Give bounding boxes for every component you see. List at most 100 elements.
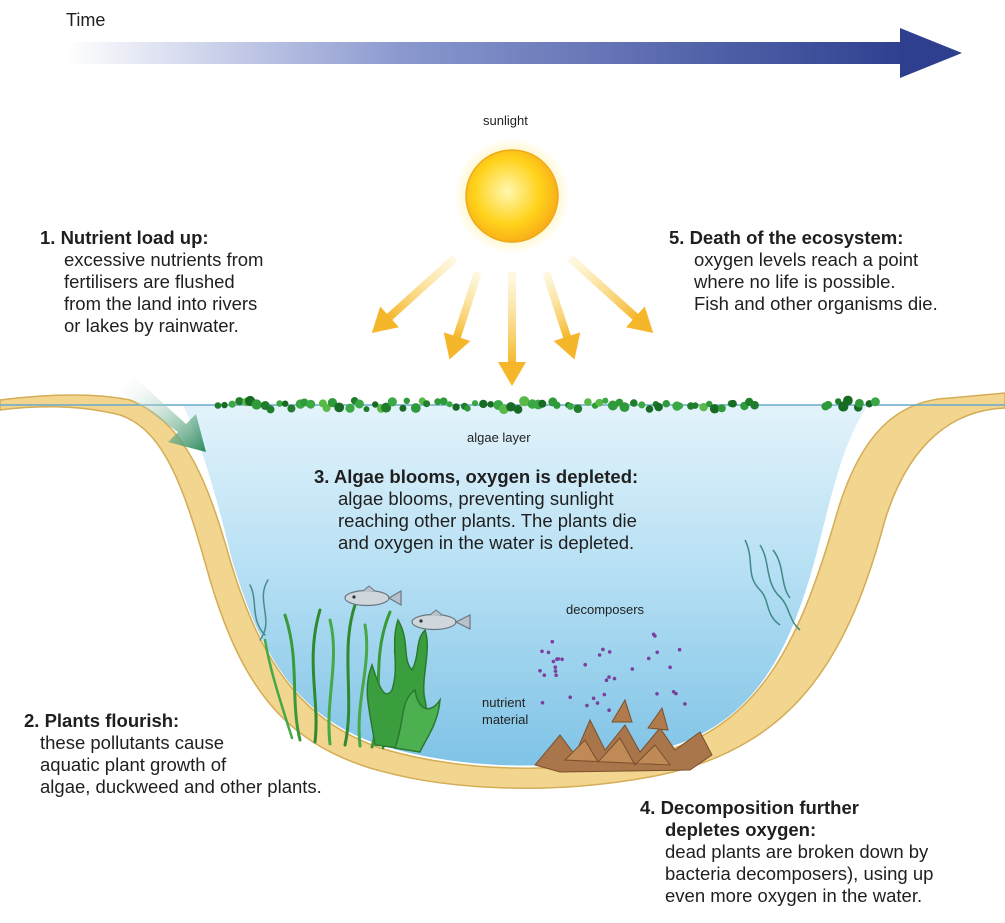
decomposer-dot [596,701,600,705]
algae-blob [472,400,478,406]
decomposer-dot [601,648,605,652]
decomposer-dot [655,692,659,696]
step-1-line: fertilisers are flushed [64,271,263,293]
algae-blob [345,404,354,413]
decomposer-dot [554,665,558,669]
decomposer-dot [543,673,547,677]
material-label: material [482,711,528,728]
time-arrow [66,28,962,78]
step-1-line: or lakes by rainwater. [64,315,263,337]
algae-blob [487,401,494,408]
decomposer-dot [631,667,635,671]
step-5-line: where no life is possible. [694,271,938,293]
decomposer-dot [541,701,545,705]
algae-blob [553,402,560,409]
algae-blob [411,403,421,413]
step-3-line: reaching other plants. The plants die [338,510,638,532]
decomposer-dot [547,651,551,655]
decomposer-dot [555,657,559,661]
nutrient-material-label: nutrient material [482,694,528,728]
algae-layer-label: algae layer [467,430,531,445]
algae-blob [729,400,737,408]
sunlight-label: sunlight [483,113,528,128]
algae-blob [602,398,608,404]
step-3-title: 3. Algae blooms, oxygen is depleted: [314,466,638,488]
decomposer-dot [674,692,678,696]
decomposer-dot [592,697,596,701]
decomposer-dot [607,675,611,679]
algae-blob [479,400,487,408]
algae-blob [567,403,574,410]
algae-blob [267,405,275,413]
decomposer-dot [551,640,555,644]
step-2-line: algae, duckweed and other plants. [40,776,322,798]
decomposer-dot [608,650,612,654]
step-2-line: aquatic plant growth of [40,754,322,776]
algae-blob [538,400,546,408]
decomposer-dot [653,634,657,638]
algae-blob [646,405,654,413]
decomposer-dot [554,669,558,673]
algae-blob [355,400,364,409]
algae-blob [871,397,880,406]
algae-blob [843,396,853,406]
algae-blob [287,405,295,413]
algae-blob [855,399,864,408]
nutrient-label: nutrient [482,694,528,711]
algae-blob [718,404,726,412]
sun-rays [362,248,662,386]
step-2-title: 2. Plants flourish: [24,710,322,732]
algae-blob [452,403,459,410]
decomposer-dot [585,704,589,708]
decomposer-dot [560,658,564,662]
step-4-title-cont: depletes oxygen: [640,819,933,841]
algae-blob [824,401,832,409]
step-2-text: 2. Plants flourish: these pollutants cau… [24,710,322,798]
decomposers-label: decomposers [566,602,644,617]
algae-blob [574,404,583,413]
step-1-line: from the land into rivers [64,293,263,315]
decomposer-dot [568,695,572,699]
step-1-title: 1. Nutrient load up: [40,227,263,249]
decomposer-dot [554,673,558,677]
algae-blob [750,401,759,410]
decomposer-dot [607,708,611,712]
algae-blob [215,402,222,409]
decomposer-dot [540,650,544,654]
algae-blob [334,403,344,413]
algae-blob [440,397,448,405]
algae-blob [306,400,315,409]
step-1-text: 1. Nutrient load up: excessive nutrients… [40,227,263,337]
decomposer-dot [603,693,607,697]
algae-blob [423,400,430,407]
algae-blob [221,402,227,408]
algae-blob [276,400,283,407]
step-5-line: oxygen levels reach a point [694,249,938,271]
algae-blob [654,403,663,412]
algae-blob [404,398,410,404]
decomposer-dot [678,648,682,652]
step-3-text: 3. Algae blooms, oxygen is depleted: alg… [314,466,638,554]
algae-blob [252,399,262,409]
step-4-line: even more oxygen in the water. [665,885,933,907]
algae-blob [514,405,523,414]
algae-blob [364,406,370,412]
step-5-text: 5. Death of the ecosystem: oxygen levels… [669,227,938,315]
step-4-line: dead plants are broken down by [665,841,933,863]
algae-blob [620,402,630,412]
algae-blob [638,401,645,408]
algae-blob [388,397,397,406]
decomposer-dot [613,677,617,681]
time-label: Time [66,10,105,31]
step-3-line: and oxygen in the water is depleted. [338,532,638,554]
decomposer-dot [605,678,609,682]
algae-blob [399,405,406,412]
algae-blob [630,399,638,407]
decomposer-dot [552,660,556,664]
algae-blob [282,401,288,407]
sun-icon [454,138,570,254]
decomposer-dot [683,702,687,706]
algae-blob [677,403,684,410]
algae-blob [229,401,236,408]
